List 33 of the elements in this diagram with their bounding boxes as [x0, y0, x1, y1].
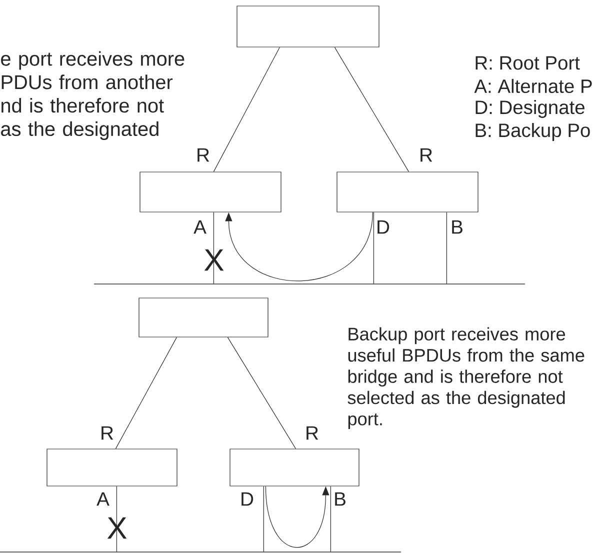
port-label: D	[378, 220, 390, 234]
port-line	[446, 212, 447, 284]
key-text: R: Root Port	[476, 56, 580, 70]
port-label: R	[306, 426, 318, 440]
port-label: B	[452, 220, 462, 234]
port-label: A	[194, 220, 206, 234]
port-label: R	[198, 148, 210, 162]
bridge-box	[230, 448, 360, 486]
key-text: B: Backup Po	[476, 123, 590, 141]
port-line	[330, 486, 331, 552]
bpdu-arrow	[265, 486, 330, 548]
bridge-box	[336, 172, 478, 212]
link-line	[213, 47, 280, 172]
port-label: D	[242, 492, 254, 506]
bridge-box	[46, 448, 178, 486]
port-label: R	[102, 426, 114, 440]
link-line	[115, 337, 177, 449]
port-line	[263, 486, 264, 552]
port-label: B	[335, 492, 346, 506]
port-line	[213, 212, 214, 284]
port-label: A	[96, 492, 110, 506]
link-line	[334, 47, 409, 172]
key-text: A: Alternate P	[474, 78, 592, 94]
bpdu-arrow	[225, 212, 373, 282]
port-label: R	[420, 148, 432, 162]
note-text: e port receives more PDUs from another nd is therefore not as the designated	[1, 51, 184, 140]
link-line	[227, 337, 296, 449]
note-text: Backup port receives more useful BPDUs from the same bridge and is therefore not selected as the designated port.	[348, 327, 584, 429]
bridge-box	[140, 172, 282, 212]
bridge-box	[138, 298, 268, 338]
port-line	[373, 212, 374, 284]
bridge-box	[236, 6, 380, 48]
key-text: D: Designate	[476, 100, 584, 118]
